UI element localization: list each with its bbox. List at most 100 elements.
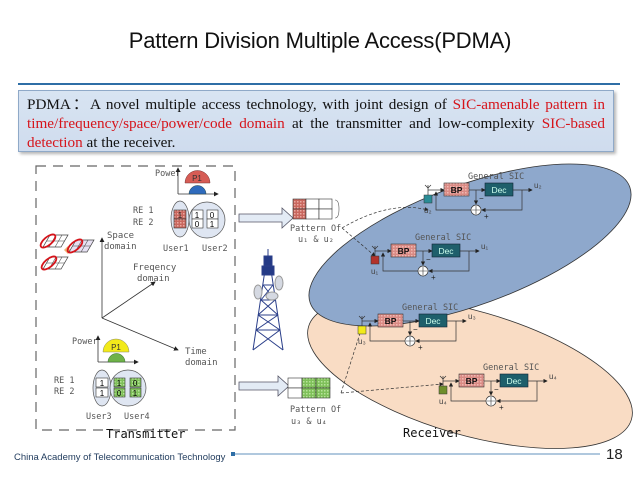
sic-title: General SIC	[415, 233, 471, 243]
footer-organization: China Academy of Telecommunication Techn…	[14, 452, 226, 463]
user-terminal-icon	[370, 255, 380, 265]
transmitter-frame	[35, 165, 236, 431]
dec-label: Dec	[506, 376, 522, 386]
footer-marker	[231, 452, 235, 456]
output-label: u₄	[549, 372, 557, 381]
power-label-2: Power	[72, 337, 98, 347]
sic-block-3: u₃ General SIC BP Dec u₃ −+	[357, 303, 476, 352]
power-label-1: Power	[155, 169, 181, 179]
re2-label: RE 2	[54, 387, 74, 397]
output-label: u₃	[468, 312, 476, 321]
bp-block	[377, 313, 404, 328]
page-number: 18	[606, 446, 623, 463]
minus-sign: −	[413, 325, 418, 334]
time-domain-label: Time	[185, 347, 207, 357]
user-group-2: Power P1 RE 1 RE 2 1 1 1 0 0 1 User3 Use…	[54, 335, 150, 422]
sic-title: General SIC	[468, 172, 524, 182]
antenna-icon	[439, 375, 447, 380]
frequency-domain-label: Freqency	[133, 263, 177, 273]
power-p2-semicircle	[188, 185, 207, 195]
p1-label: P1	[111, 343, 121, 352]
dec-block	[499, 373, 529, 388]
user3-bit: 1	[100, 389, 105, 398]
user2-bit: 0	[210, 211, 215, 220]
user2-label: User2	[202, 244, 228, 254]
dec-label: Dec	[491, 185, 507, 195]
spatial-pattern-icon	[39, 233, 95, 271]
dec-label: Dec	[425, 316, 441, 326]
pattern-u3-u4-label: Pattern Of	[290, 405, 341, 415]
plus-sign: +	[484, 212, 489, 221]
user-group-1: Power P1 RE 1 RE 2 1 1 0 0 1 User1 User2	[133, 167, 228, 254]
user4-label: User4	[124, 412, 150, 422]
user-terminal-icon	[438, 385, 448, 395]
user3-bit: 1	[100, 379, 105, 388]
user3-label: User3	[86, 412, 112, 422]
pattern-u3-u4-users: u₃ & u₄	[291, 417, 327, 427]
plus-sign: +	[431, 273, 436, 282]
plus-sign: +	[499, 403, 504, 412]
summary-box: PDMA：A novel multiple access technology,…	[18, 90, 614, 152]
p1-label: P1	[192, 174, 202, 183]
bp-label: BP	[466, 376, 478, 386]
user-label: u₃	[358, 337, 366, 346]
re1-label: RE 1	[54, 376, 74, 386]
summary-highlight-pattern: SIC-amenable pattern in time/frequency/s…	[27, 96, 605, 132]
power-p1-semicircle	[184, 170, 211, 184]
frequency-domain-label-2: domain	[137, 274, 170, 284]
user-terminal-icon	[357, 325, 367, 335]
sic-block-4: u₄ General SIC BP Dec u₄ −+	[438, 363, 557, 412]
antenna-icon	[424, 184, 432, 189]
plus-sign: +	[418, 343, 423, 352]
user1-label: User1	[163, 244, 189, 254]
user1-bit-re1: 1	[178, 211, 183, 220]
power-p1-semicircle	[102, 338, 130, 353]
output-label: u₁	[481, 242, 488, 251]
pattern-u1-u2-label: Pattern Of	[290, 224, 341, 234]
dec-block	[418, 313, 448, 328]
title-divider	[18, 83, 620, 85]
dec-label: Dec	[438, 246, 454, 256]
bp-label: BP	[385, 316, 397, 326]
user2-bit: 1	[210, 220, 215, 229]
minus-sign: −	[479, 194, 484, 203]
user-label: u₁	[371, 267, 378, 276]
cell-tower-icon	[252, 249, 284, 351]
re2-label: RE 2	[133, 218, 153, 228]
pattern-u3-u4: Pattern Of u₃ & u₄	[287, 377, 341, 427]
user2-bit: 1	[195, 211, 200, 220]
power-p2-semicircle	[107, 353, 126, 363]
re1-label: RE 1	[133, 206, 153, 216]
antenna-icon	[371, 245, 379, 250]
user4-bit: 0	[117, 389, 122, 398]
summary-highlight-detection: SIC-based detection	[27, 115, 605, 151]
receiver-label: Receiver	[403, 426, 461, 440]
sic-title: General SIC	[402, 303, 458, 313]
user4-bit: 0	[133, 379, 138, 388]
minus-sign: −	[494, 385, 499, 394]
domain-axes	[99, 237, 179, 351]
bp-block	[443, 182, 470, 197]
bp-block	[390, 243, 417, 258]
summary-prefix: PDMA：A novel multiple access technology,…	[27, 96, 453, 113]
bp-block	[458, 373, 485, 388]
pattern-u1-u2-users: u₁ & u₂	[298, 235, 334, 245]
user4-bit: 1	[117, 379, 122, 388]
minus-sign: −	[426, 255, 431, 264]
slide-title: Pattern Division Multiple Access(PDMA)	[128, 28, 512, 53]
user-label: u₄	[439, 397, 447, 406]
space-domain-label: Space	[107, 231, 134, 241]
bp-label: BP	[398, 246, 410, 256]
sic-block-2: u₁ General SIC BP Dec u₁ −+	[370, 233, 488, 282]
antenna-icon	[358, 315, 366, 320]
dec-block	[484, 182, 514, 197]
dec-block	[431, 243, 461, 258]
user2-bit: 0	[195, 220, 200, 229]
user4-bit: 1	[133, 389, 138, 398]
user-terminal-icon	[423, 194, 433, 204]
sic-title: General SIC	[483, 363, 539, 373]
summary-middle: at the transmitter and low-complexity	[284, 115, 542, 132]
block-arrow-1	[238, 207, 294, 229]
